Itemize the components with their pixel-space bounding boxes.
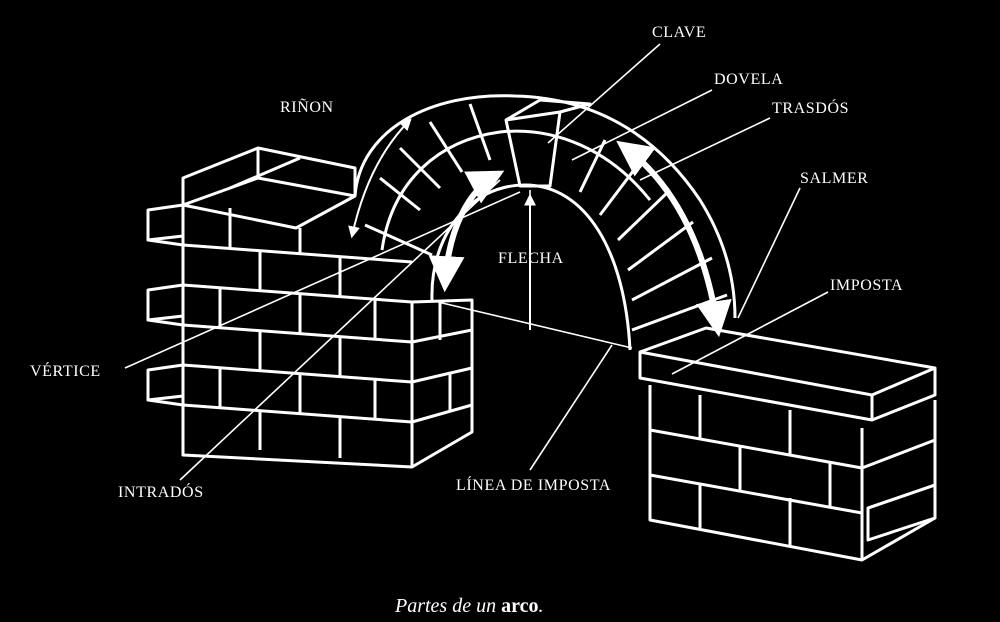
trasdos-arrow <box>616 140 732 338</box>
label-clave: CLAVE <box>652 24 706 41</box>
intrados-arrow <box>428 170 505 293</box>
leader-trasdos <box>639 117 771 181</box>
leader-linea-imposta <box>529 344 613 471</box>
labels: CLAVE DOVELA TRASDÓS RIÑON SALMER FLECHA… <box>30 24 903 501</box>
linea-imposta-line <box>437 301 633 349</box>
label-trasdos: TRASDÓS <box>772 98 849 117</box>
caption-suffix: . <box>539 595 544 617</box>
label-rinon: RIÑON <box>280 98 334 116</box>
label-vertice: VÉRTICE <box>30 361 101 380</box>
caption-bold: arco <box>501 595 538 617</box>
leader-dovela <box>571 89 713 161</box>
caption-prefix: Partes de un <box>394 595 501 617</box>
label-linea-imposta: LÍNEA DE IMPOSTA <box>456 475 611 494</box>
leader-imposta <box>671 291 829 375</box>
label-flecha: FLECHA <box>498 250 564 267</box>
left-pier <box>146 146 474 469</box>
right-pier <box>638 326 937 562</box>
leader-lines <box>124 43 829 481</box>
label-dovela: DOVELA <box>714 71 783 88</box>
rinon-arrow <box>348 118 412 239</box>
caption: Partes de un arco. <box>394 595 544 617</box>
leader-clave <box>547 43 661 144</box>
arrows <box>348 118 732 338</box>
leader-salmer <box>737 187 801 319</box>
label-intrados: INTRADÓS <box>118 482 204 501</box>
label-imposta: IMPOSTA <box>830 277 903 294</box>
label-salmer: SALMER <box>800 170 869 187</box>
